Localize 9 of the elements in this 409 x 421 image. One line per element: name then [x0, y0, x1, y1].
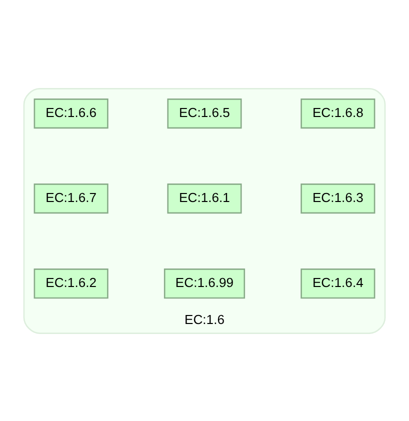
- node-box: EC:1.6.7: [34, 183, 108, 214]
- node-box: EC:1.6.1: [167, 183, 242, 214]
- node-box: EC:1.6.99: [164, 268, 246, 298]
- node-box: EC:1.6.6: [34, 98, 108, 128]
- node-box: EC:1.6.4: [300, 268, 376, 298]
- node-box: EC:1.6.2: [34, 268, 108, 298]
- node-box: EC:1.6.8: [300, 98, 376, 128]
- node-box: EC:1.6.5: [167, 98, 242, 128]
- node-box: EC:1.6.3: [300, 183, 376, 214]
